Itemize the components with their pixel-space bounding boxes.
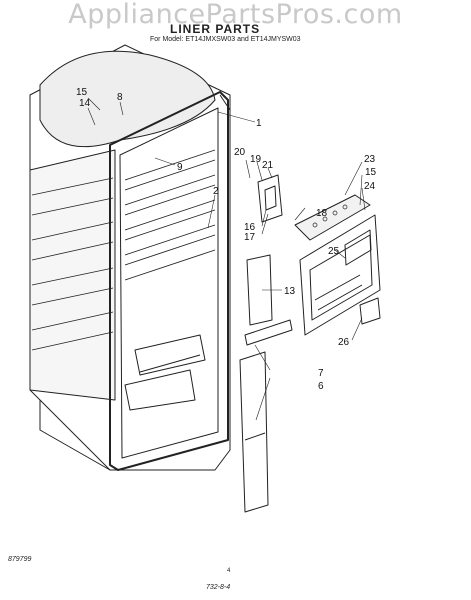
callout-15-right: 15: [365, 167, 377, 178]
callout-20: 20: [234, 147, 246, 158]
part-1-panel: [219, 94, 231, 111]
evaporator-cover: [246, 254, 273, 326]
door-frame: [109, 91, 229, 471]
mounting-tab: [359, 297, 381, 325]
callout-26: 26: [338, 337, 350, 348]
left-side-panel: [29, 149, 116, 401]
crisper-bin: [134, 334, 206, 376]
model-subtitle: For Model: ET14JMXSW03 and ET14JMYSW03: [150, 36, 301, 43]
shelf-rails: [124, 149, 216, 281]
light-housing: [294, 194, 371, 241]
callout-23: 23: [364, 154, 376, 165]
callout-1: 1: [256, 118, 262, 129]
callout-14: 14: [79, 98, 91, 109]
leader-lines: [87, 97, 366, 421]
air-duct: [239, 351, 269, 513]
callout-16: 16: [244, 222, 256, 233]
control-bracket: [257, 174, 283, 223]
watermark: AppliancePartsPros.com: [68, 0, 403, 30]
callout-9: 9: [177, 162, 183, 173]
light-shield: [299, 214, 381, 336]
callout-19: 19: [250, 154, 262, 165]
callout-17: 17: [244, 232, 256, 243]
callout-2: 2: [213, 186, 219, 197]
callout-24: 24: [364, 181, 376, 192]
drain-strip: [244, 319, 293, 346]
callout-13: 13: [284, 286, 296, 297]
callout-7: 7: [318, 368, 324, 379]
callout-21: 21: [262, 160, 274, 171]
page-number: 4: [227, 568, 231, 574]
diagram-title: LINER PARTS: [170, 22, 261, 36]
revision-code: 732-8-4: [206, 584, 231, 591]
callout-15-left: 15: [76, 87, 88, 98]
callout-25: 25: [328, 246, 340, 257]
callout-6: 6: [318, 381, 324, 392]
lower-bin: [124, 369, 196, 411]
insulation-top: [39, 50, 216, 148]
catalog-number: 879799: [8, 556, 32, 563]
callout-8: 8: [117, 92, 123, 103]
callout-18: 18: [316, 208, 328, 219]
